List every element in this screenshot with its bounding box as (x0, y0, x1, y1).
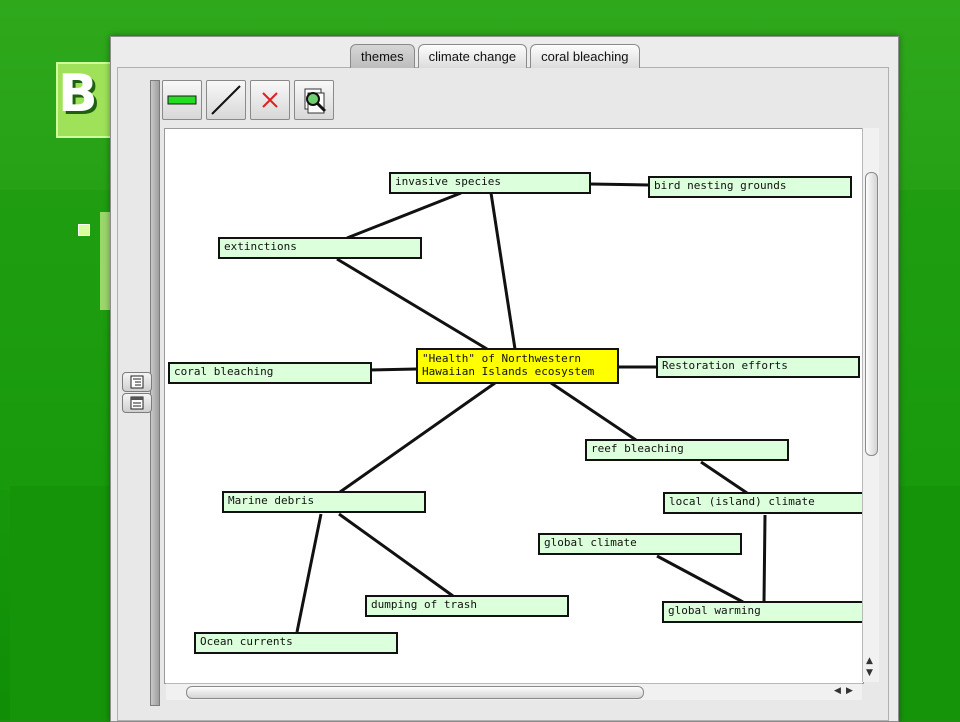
edge-coral-center[interactable] (368, 367, 418, 372)
node-ocean-currents[interactable]: Ocean currents (194, 632, 398, 654)
list-view-icon (130, 396, 144, 410)
add-node-icon (167, 95, 197, 105)
node-bird-nesting-grounds[interactable]: bird nesting grounds (648, 176, 852, 198)
scroll-up-arrow-icon[interactable]: ▲ (866, 656, 873, 666)
tab-climate-change[interactable]: climate change (417, 44, 528, 68)
tab-themes[interactable]: themes (350, 44, 415, 68)
concept-map-canvas[interactable]: invasive species bird nesting grounds ex… (164, 128, 864, 684)
node-invasive-species[interactable]: invasive species (389, 172, 591, 194)
vertical-scrollbar[interactable]: ▲ ▼ (862, 128, 879, 682)
scroll-right-arrow-icon[interactable]: ▶ (846, 686, 853, 696)
add-node-button[interactable] (162, 80, 202, 120)
edge-center-marine[interactable] (339, 381, 496, 494)
draw-link-icon (211, 85, 241, 115)
draw-link-button[interactable] (206, 80, 246, 120)
node-extinctions[interactable]: extinctions (218, 237, 422, 259)
node-reef-bleaching[interactable]: reef bleaching (585, 439, 789, 461)
edge-marine-ocean[interactable] (295, 513, 323, 633)
scroll-down-arrow-icon[interactable]: ▼ (866, 668, 873, 678)
edge-local-warming[interactable] (762, 514, 767, 603)
node-global-warming[interactable]: global warming (662, 601, 863, 623)
list-view-button[interactable] (122, 393, 152, 413)
node-restoration-efforts[interactable]: Restoration efforts (656, 356, 860, 378)
find-button[interactable] (294, 80, 334, 120)
node-marine-debris[interactable]: Marine debris (222, 491, 426, 513)
slide-title: B (58, 64, 98, 124)
node-dumping-of-trash[interactable]: dumping of trash (365, 595, 569, 617)
node-global-climate[interactable]: global climate (538, 533, 742, 555)
edge-extinctions-center[interactable] (336, 257, 488, 351)
edge-invasive-center[interactable] (489, 192, 517, 350)
tree-view-button[interactable] (122, 372, 152, 392)
splitter-rail[interactable] (150, 80, 160, 706)
delete-button[interactable] (250, 80, 290, 120)
node-local-island-climate[interactable]: local (island) climate (663, 492, 863, 514)
edge-invasive-extinctions[interactable] (346, 191, 462, 240)
edge-marine-dumping[interactable] (338, 512, 454, 598)
horizontal-scroll-thumb[interactable] (186, 686, 644, 699)
edge-invasive-bird[interactable] (589, 182, 650, 187)
scroll-left-arrow-icon[interactable]: ◀ (834, 686, 841, 696)
edge-global-warming[interactable] (656, 554, 744, 604)
tree-view-icon (130, 375, 144, 389)
edge-center-reef[interactable] (550, 381, 637, 442)
tab-coral-bleaching[interactable]: coral bleaching (530, 44, 640, 68)
tab-bar: themes climate change coral bleaching (350, 44, 640, 68)
node-coral-bleaching[interactable]: coral bleaching (168, 362, 372, 384)
vertical-scroll-thumb[interactable] (865, 172, 878, 456)
node-center-health[interactable]: "Health" of Northwestern Hawaiian Island… (416, 348, 619, 384)
toolbar (162, 80, 334, 122)
delete-icon (262, 92, 278, 108)
slide-bullet (78, 224, 90, 236)
find-icon (304, 88, 327, 114)
edge-reef-local[interactable] (700, 460, 748, 495)
horizontal-scrollbar[interactable]: ◀ ▶ (166, 683, 862, 700)
edges-layer (295, 182, 767, 633)
